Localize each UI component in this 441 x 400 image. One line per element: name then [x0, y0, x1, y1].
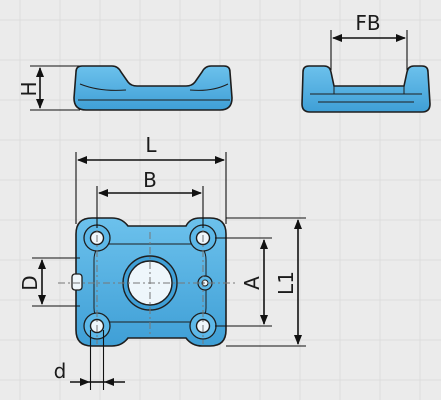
d-small-label: d [54, 359, 67, 383]
top-view [58, 217, 238, 347]
a-label: A [240, 276, 264, 290]
fb-label: FB [355, 11, 380, 35]
l-dimension: L [75, 133, 227, 224]
d-label: D [18, 275, 42, 290]
side-notch [71, 273, 83, 291]
b-label: B [143, 168, 157, 192]
l1-label: L1 [274, 271, 298, 295]
a-dimension: A [215, 237, 272, 327]
front-view-edge [310, 86, 422, 103]
small-d-dimension: d [54, 330, 125, 390]
front-view-body [301, 65, 431, 113]
l1-dimension: L1 [226, 217, 306, 347]
b-dimension: B [96, 168, 204, 228]
side-view: H [17, 65, 233, 111]
l-label: L [145, 133, 157, 157]
front-view: FB [301, 11, 431, 113]
side-view-edge [78, 83, 230, 101]
side-view-body [73, 65, 233, 111]
d-dimension: D [18, 257, 80, 307]
h-label: H [17, 81, 41, 96]
